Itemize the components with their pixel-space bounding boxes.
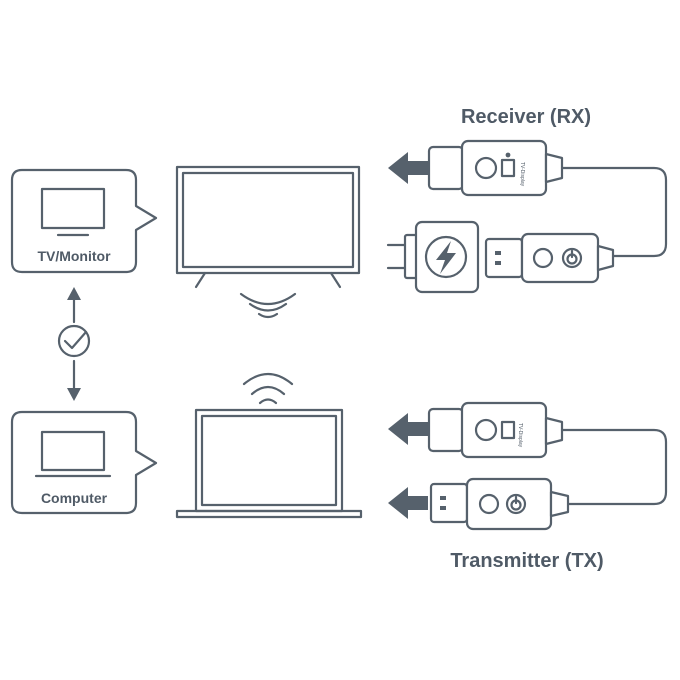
arrow-left-icon bbox=[388, 152, 428, 184]
transmitter-hdmi-dongle: TV-Display bbox=[427, 401, 564, 459]
arrow-left-icon bbox=[388, 413, 428, 445]
device-print-label: TV-Display bbox=[517, 423, 523, 448]
laptop-icon bbox=[34, 430, 112, 478]
computer-callout: Computer bbox=[10, 410, 158, 515]
transmitter-usb-power bbox=[429, 477, 570, 531]
link-arrows bbox=[57, 287, 91, 401]
tv-monitor-callout: TV/Monitor bbox=[10, 168, 158, 274]
wifi-icon bbox=[239, 292, 297, 319]
tv-monitor-label: TV/Monitor bbox=[37, 248, 111, 264]
transmitter-label: Transmitter (TX) bbox=[450, 550, 603, 572]
receiver-hdmi-dongle: TV-Display bbox=[427, 139, 564, 197]
device-print-label: TV-Display bbox=[519, 162, 525, 187]
laptop-illustration bbox=[175, 408, 363, 519]
receiver-label: Receiver (RX) bbox=[461, 106, 591, 128]
charger-plug bbox=[386, 220, 480, 294]
power-icon bbox=[561, 247, 583, 269]
wifi-icon bbox=[242, 372, 294, 405]
monitor-icon bbox=[40, 187, 106, 237]
computer-label: Computer bbox=[41, 490, 108, 506]
tv-illustration bbox=[175, 165, 361, 289]
power-icon bbox=[505, 493, 527, 515]
receiver-usb-power bbox=[484, 232, 615, 284]
lightning-icon bbox=[436, 241, 456, 274]
arrow-left-icon bbox=[388, 487, 428, 519]
checkmark-icon bbox=[57, 324, 91, 358]
